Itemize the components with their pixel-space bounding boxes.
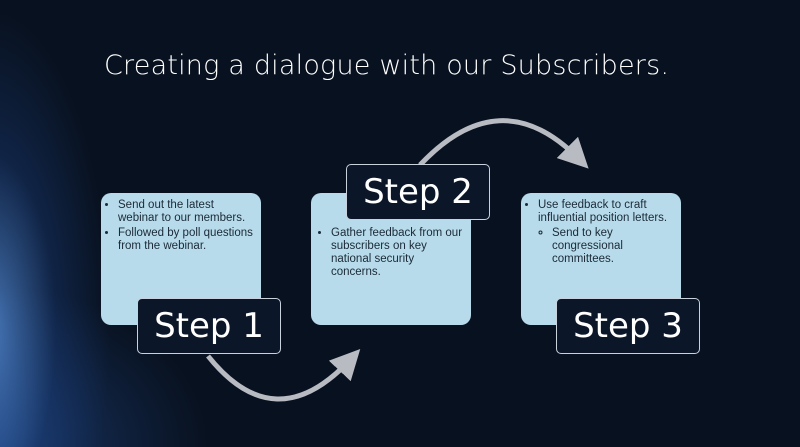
bullet: Gather feedback from our subscribers on … xyxy=(331,227,465,279)
step3-label: Step 3 xyxy=(556,298,700,354)
step1-box: Send out the latest webinar to our membe… xyxy=(101,193,261,325)
slide-title: Creating a dialogue with our Subscribers… xyxy=(104,50,670,81)
bullet: Followed by poll questions from the webi… xyxy=(118,227,255,253)
arrow-step2-to-step3 xyxy=(418,118,589,169)
sub-bullet: Send to key congressional committees. xyxy=(552,227,675,266)
step1-label: Step 1 xyxy=(137,298,281,354)
step2-label: Step 2 xyxy=(346,164,490,220)
bullet: Send out the latest webinar to our membe… xyxy=(118,199,255,225)
arrow-step1-to-step2 xyxy=(206,349,361,402)
bullet: Use feedback to craft influential positi… xyxy=(538,199,675,225)
